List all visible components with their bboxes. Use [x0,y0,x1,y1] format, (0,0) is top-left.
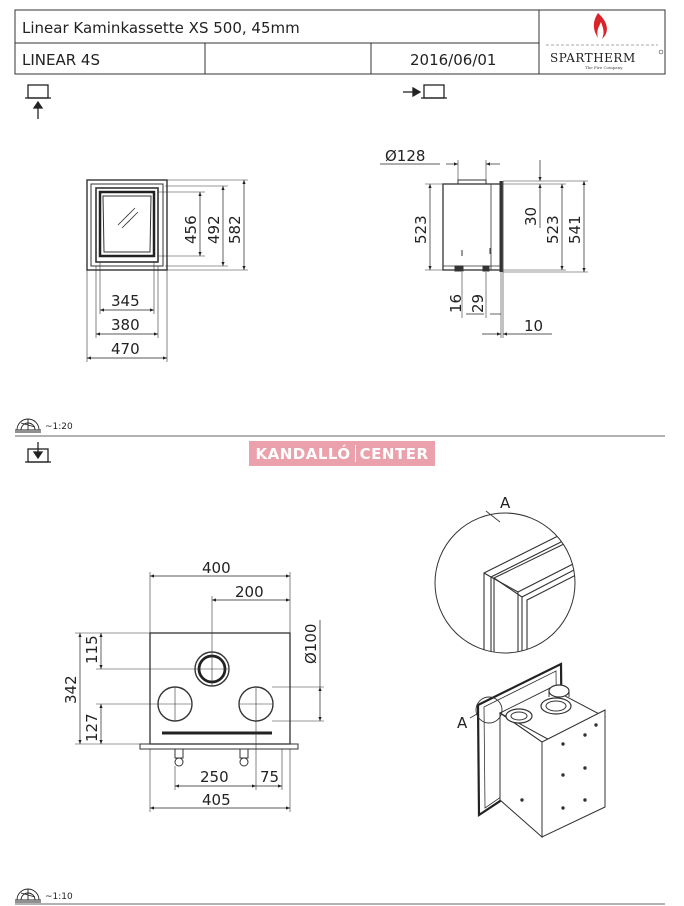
scale-icon-bottom [15,888,41,903]
dim-29: 29 [469,294,487,313]
watermark-right: CENTER [359,444,429,463]
front-view-icon [25,84,51,119]
dim-492: 492 [205,215,223,244]
dim-diameter-128: Ø128 [385,147,425,165]
scale-bottom: ~1:10 [45,892,73,902]
dim-582: 582 [226,215,244,244]
dim-30: 30 [522,207,540,226]
dim-diameter-100: Ø100 [302,624,320,664]
dim-16: 16 [447,294,465,313]
dim-200: 200 [235,583,264,601]
document-date: 2016/06/01 [410,51,496,69]
dim-380: 380 [111,316,140,334]
watermark-left: KANDALLÓ [255,444,351,463]
dim-470: 470 [111,340,140,358]
side-view [425,160,588,338]
brand-tagline: The Fire Company [585,65,623,70]
dim-10: 10 [524,317,543,335]
spartherm-logo: SPARTHERM The Fire Company [546,13,664,70]
top-view-icon [25,442,51,463]
dim-75: 75 [260,768,279,786]
title-block [14,9,666,75]
dim-127: 127 [83,713,101,742]
side-view-dimensions [380,160,586,336]
detail-a-view [434,510,576,654]
top-view [75,572,324,812]
dim-523-right: 523 [544,215,562,244]
watermark-divider [354,445,356,462]
detail-a-label: A [500,494,511,512]
dim-115: 115 [83,635,101,664]
product-name: Linear Kaminkassette XS 500, 45mm [22,19,300,37]
isometric-view [469,662,607,839]
dim-400: 400 [202,559,231,577]
dim-523-left: 523 [412,215,430,244]
front-view-dimensions [87,180,246,360]
scale-icon-top [15,418,41,433]
dim-342: 342 [62,675,80,704]
scale-top: ~1:20 [45,422,73,432]
front-view [86,179,248,362]
kandallo-center-watermark: KANDALLÓ CENTER [249,441,435,466]
dim-250: 250 [200,768,229,786]
dim-541: 541 [566,215,584,244]
brand-name: SPARTHERM [550,51,636,65]
dim-345: 345 [111,292,140,310]
dim-456: 456 [182,215,200,244]
dim-405: 405 [202,791,231,809]
top-view-dimensions [78,574,322,810]
model-name: LINEAR 4S [22,51,100,69]
detail-a-callout: A [457,714,468,732]
side-view-icon [403,84,447,99]
